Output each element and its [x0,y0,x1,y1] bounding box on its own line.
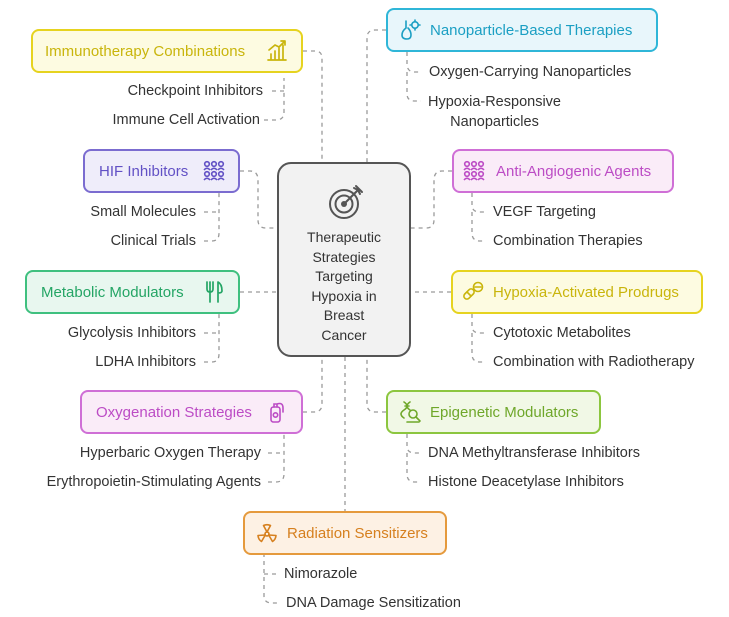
nanoparticle-item-oxygen-carrying: Oxygen-Carrying Nanoparticles [429,64,632,80]
connector-nanoparticle-item-1 [406,52,421,73]
radiation-item-dna-damage: DNA Damage Sensitization [286,595,461,611]
epigenetic-modulators-label: Epigenetic Modulators [430,403,579,421]
radiation-item-nimorazole: Nimorazole [284,566,358,582]
anti-angiogenic-agents-box: Anti-Angiogenic Agents [452,149,674,193]
metabolic-item-ldha: LDHA Inhibitors [95,354,196,370]
metabolic-modulators-label: Metabolic Modulators [41,283,184,301]
oxygenation-strategies-box: Oxygenation Strategies [80,390,303,434]
antiangio-item-combination: Combination Therapies [493,233,643,249]
people-group-icon [203,160,225,181]
connector-oxygenation-item-2 [268,434,285,483]
connector-radiation-item-2 [263,553,280,604]
central-topic-box: Therapeutic Strategies Targeting Hypoxia… [277,162,411,357]
hif-inhibitors-label: HIF Inhibitors [99,162,189,180]
connector-prodrugs-item-1 [471,314,486,334]
connector-epigenetic [366,357,386,413]
connector-antiangio [411,170,452,229]
connector-antiangio-item-1 [471,193,486,213]
connector-prodrugs-item-2 [471,333,486,363]
hypoxia-activated-prodrugs-label: Hypoxia-Activated Prodrugs [493,283,679,301]
fork-knife-icon [206,281,223,303]
hif-inhibitors-box: HIF Inhibitors [83,149,240,193]
hif-item-clinical-trials: Clinical Trials [110,233,196,249]
immunotherapy-item-immune-cell: Immune Cell Activation [112,112,260,128]
dna-microscope-icon [400,401,421,423]
connector-epigenetic-item-1 [406,434,421,454]
oxygenation-item-erythropoietin: Erythropoietin-Stimulating Agents [46,474,261,490]
pills-icon [463,281,484,300]
hif-item-small-molecules: Small Molecules [90,204,196,220]
connector-nanoparticle-item-2 [406,72,421,102]
immunotherapy-combinations-label: Immunotherapy Combinations [45,42,246,60]
central-topic-title: Therapeutic Strategies Targeting Hypoxia… [307,229,381,343]
bar-chart-up-icon [267,40,287,61]
epigenetic-item-histone-deacetylase: Histone Deacetylase Inhibitors [428,474,624,490]
antiangio-item-vegf: VEGF Targeting [493,204,596,220]
radiation-icon [257,523,277,543]
connector-immunotherapy [303,50,323,162]
metabolic-item-glycolysis: Glycolysis Inhibitors [67,325,196,341]
radiation-sensitizers-label: Radiation Sensitizers [287,524,428,542]
oxygen-tank-icon [270,402,284,423]
connector-epigenetic-item-2 [406,453,421,483]
connector-hif-item-2 [204,192,220,242]
connector-metabolic-item-2 [204,314,220,363]
people-group-icon [463,160,485,181]
connector-nanoparticle [366,29,386,162]
epigenetic-item-dna-methyltransferase: DNA Methyltransferase Inhibitors [428,445,640,461]
prodrugs-item-cytotoxic: Cytotoxic Metabolites [493,325,631,341]
connector-immunotherapy-item-2 [264,78,285,121]
epigenetic-modulators-box: Epigenetic Modulators [386,390,601,434]
immunotherapy-combinations-box: Immunotherapy Combinations [31,29,303,73]
oxygenation-item-hyperbaric: Hyperbaric Oxygen Therapy [79,445,261,461]
connector-oxygenation [303,357,323,413]
hypoxia-activated-prodrugs-box: Hypoxia-Activated Prodrugs [451,270,703,314]
anti-angiogenic-agents-label: Anti-Angiogenic Agents [496,162,652,180]
atom-flask-icon [401,19,421,40]
connector-hif [240,170,277,229]
radiation-sensitizers-box: Radiation Sensitizers [243,511,447,555]
connector-antiangio-item-2 [471,212,486,242]
nanoparticle-therapies-label: Nanoparticle-Based Therapies [430,21,633,39]
target-arrow-icon [329,185,363,219]
immunotherapy-item-checkpoint: Checkpoint Inhibitors [127,83,263,99]
prodrugs-item-radiotherapy: Combination with Radiotherapy [493,354,695,370]
nanoparticle-therapies-box: Nanoparticle-Based Therapies [386,8,658,52]
metabolic-modulators-box: Metabolic Modulators [25,270,240,314]
oxygenation-strategies-label: Oxygenation Strategies [96,403,252,421]
nanoparticle-item-hypoxia-responsive: Hypoxia-Responsive Nanoparticles [428,94,561,130]
